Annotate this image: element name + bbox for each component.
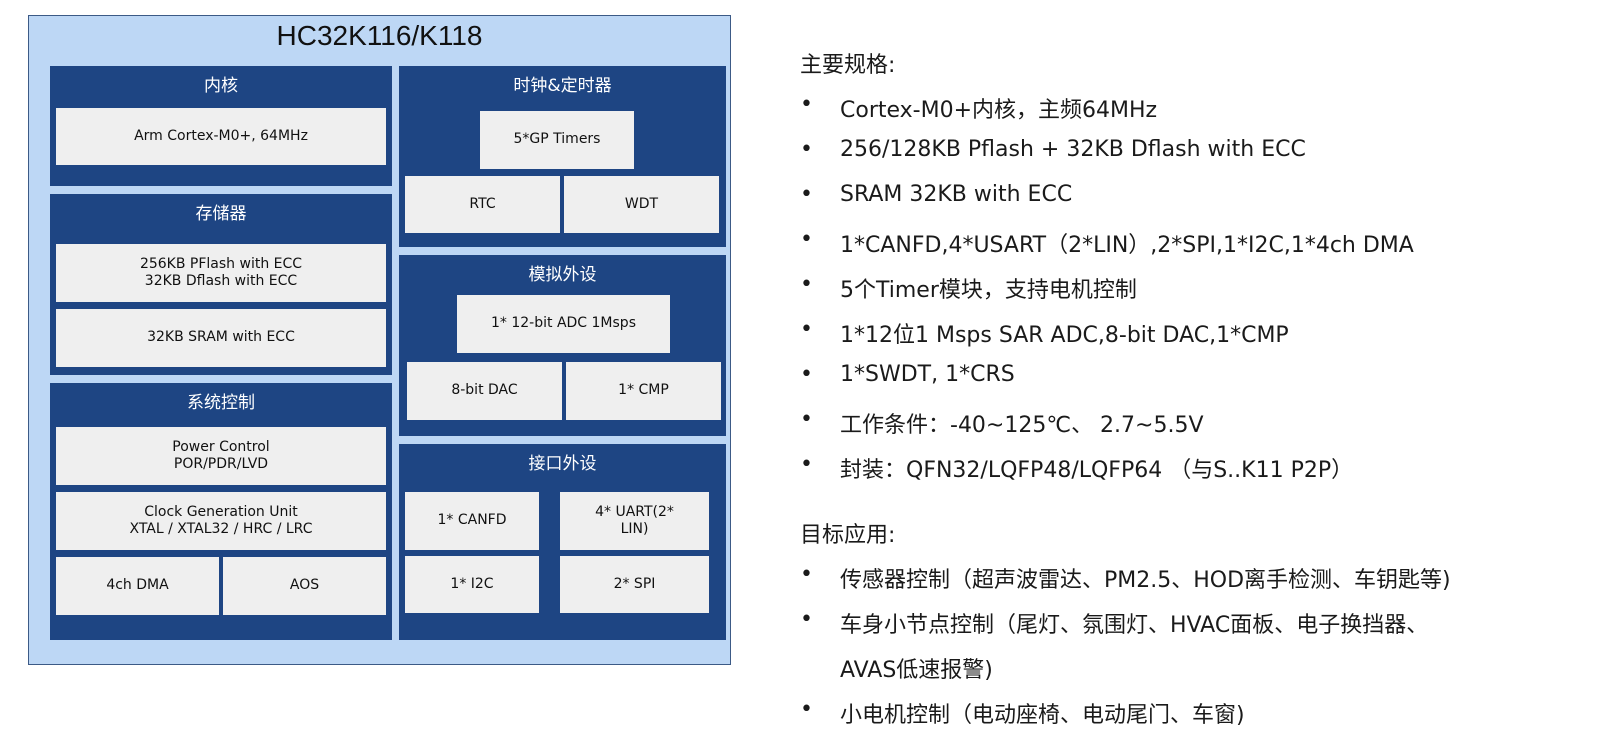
interface-panel-title: 接口外设 — [528, 454, 597, 474]
memory-cell-sram: 32KB SRAM with ECC — [56, 309, 386, 367]
clock-cell-rtc: RTC — [405, 176, 560, 233]
interface-cell-i2c: 1* I2C — [405, 556, 539, 613]
bullet-icon: • — [800, 362, 813, 387]
bullet-icon: • — [800, 92, 813, 117]
clock-panel: 时钟&定时器 5*GP Timers RTC WDT — [399, 66, 726, 247]
bullet-icon: • — [800, 697, 813, 722]
bullet-icon: • — [800, 607, 813, 632]
system-panel-title: 系统控制 — [187, 393, 255, 413]
block-diagram: HC32K116/K118 内核 Arm Cortex-M0+, 64MHz 存… — [28, 15, 731, 665]
diagram-title: HC32K116/K118 — [276, 20, 483, 51]
bullet-icon: • — [800, 317, 813, 342]
memory-cell-flash: 256KB PFlash with ECC 32KB Dflash with E… — [56, 244, 386, 302]
system-panel: 系统控制 Power Control POR/PDR/LVD Clock Gen… — [50, 383, 392, 640]
system-cell-power: Power Control POR/PDR/LVD — [56, 427, 386, 485]
bullet-icon: • — [800, 182, 813, 207]
memory-panel: 存储器 256KB PFlash with ECC 32KB Dflash wi… — [50, 194, 392, 375]
clock-cell-timers: 5*GP Timers — [480, 111, 634, 169]
memory-panel-title: 存储器 — [195, 204, 247, 224]
analog-panel-title: 模拟外设 — [528, 265, 597, 285]
core-cell-cpu: Arm Cortex-M0+, 64MHz — [56, 108, 386, 165]
analog-panel: 模拟外设 1* 12-bit ADC 1Msps 8-bit DAC 1* CM… — [399, 255, 726, 436]
bullet-icon: • — [800, 272, 813, 297]
core-panel: 内核 Arm Cortex-M0+, 64MHz — [50, 66, 392, 186]
system-cell-clock: Clock Generation Unit XTAL / XTAL32 / HR… — [56, 492, 386, 550]
specs-heading: 主要规格: — [800, 53, 896, 78]
bullet-icon: • — [800, 227, 813, 252]
bullet-icon: • — [800, 562, 813, 587]
core-panel-title: 内核 — [204, 76, 238, 96]
bullet-icon: • — [800, 407, 813, 432]
clock-cell-wdt: WDT — [564, 176, 719, 233]
clock-panel-title: 时钟&定时器 — [513, 76, 612, 96]
bullet-icon: • — [800, 137, 813, 162]
interface-cell-canfd: 1* CANFD — [405, 492, 539, 550]
interface-cell-spi: 2* SPI — [560, 556, 709, 613]
system-cell-dma: 4ch DMA — [56, 557, 219, 615]
analog-cell-cmp: 1* CMP — [566, 362, 721, 420]
system-cell-aos: AOS — [223, 557, 386, 615]
analog-cell-dac: 8-bit DAC — [407, 362, 562, 420]
applications-heading: 目标应用: — [800, 523, 896, 548]
analog-cell-adc: 1* 12-bit ADC 1Msps — [457, 295, 670, 353]
interface-cell-uart: 4* UART(2* LIN) — [560, 492, 709, 550]
bullet-icon: • — [800, 452, 813, 477]
interface-panel: 接口外设 1* CANFD 4* UART(2* LIN) 1* I2C 2* … — [399, 444, 726, 640]
